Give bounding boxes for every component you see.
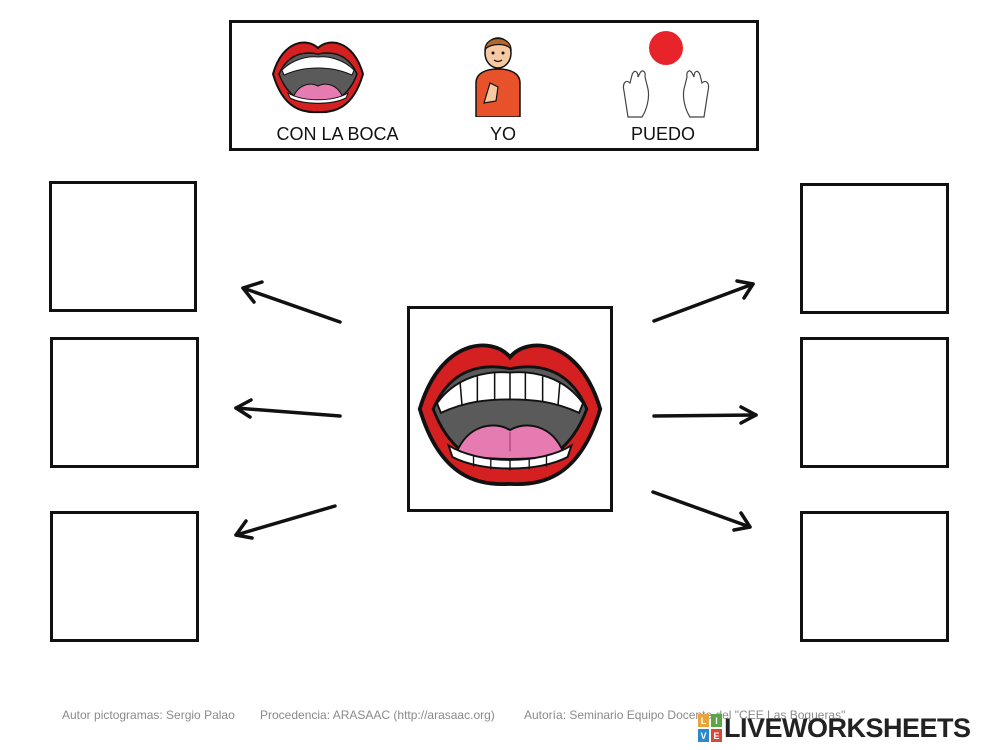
- svg-text:L: L: [701, 716, 707, 726]
- footer-source: Procedencia: ARASAAC (http://arasaac.org…: [260, 708, 495, 722]
- answer-box-right-1[interactable]: [800, 183, 949, 314]
- footer-author: Autor pictogramas: Sergio Palao: [62, 708, 235, 722]
- open-mouth-icon: [417, 343, 603, 487]
- header-panel: CON LA BOCA YO PUEDO: [229, 20, 759, 151]
- answer-box-left-1[interactable]: [49, 181, 197, 312]
- arrow-left-3: [234, 504, 337, 540]
- center-picture-box: [407, 306, 613, 512]
- arrow-right-2: [652, 405, 758, 425]
- answer-box-right-2[interactable]: [800, 337, 949, 468]
- answer-box-left-3[interactable]: [50, 511, 199, 642]
- svg-text:E: E: [713, 731, 719, 741]
- brand-name: LIVEWORKSHEETS: [724, 712, 971, 743]
- svg-text:I: I: [715, 716, 718, 726]
- arrow-right-1: [652, 279, 755, 323]
- arrow-right-3: [651, 490, 752, 532]
- caption-puedo: PUEDO: [630, 124, 695, 144]
- footer-credits: Autoría: Seminario Equipo Docente del "C…: [524, 708, 846, 722]
- svg-text:V: V: [700, 731, 706, 741]
- answer-box-left-2[interactable]: [50, 337, 199, 468]
- answer-box-right-3[interactable]: [800, 511, 949, 642]
- caption-yo: YO: [489, 124, 516, 144]
- arrow-left-2: [234, 398, 342, 419]
- liveworksheets-logo[interactable]: L I V E LIVEWORKSHEETS: [698, 712, 971, 744]
- hands-ball-icon: [622, 31, 710, 118]
- open-mouth-icon: [271, 41, 365, 114]
- liveworksheets-badge-icon: L I V E: [698, 714, 722, 742]
- arrow-left-1: [241, 280, 342, 324]
- boy-pointing-self-icon: [475, 37, 521, 117]
- caption-con-la-boca: CON LA BOCA: [276, 124, 399, 144]
